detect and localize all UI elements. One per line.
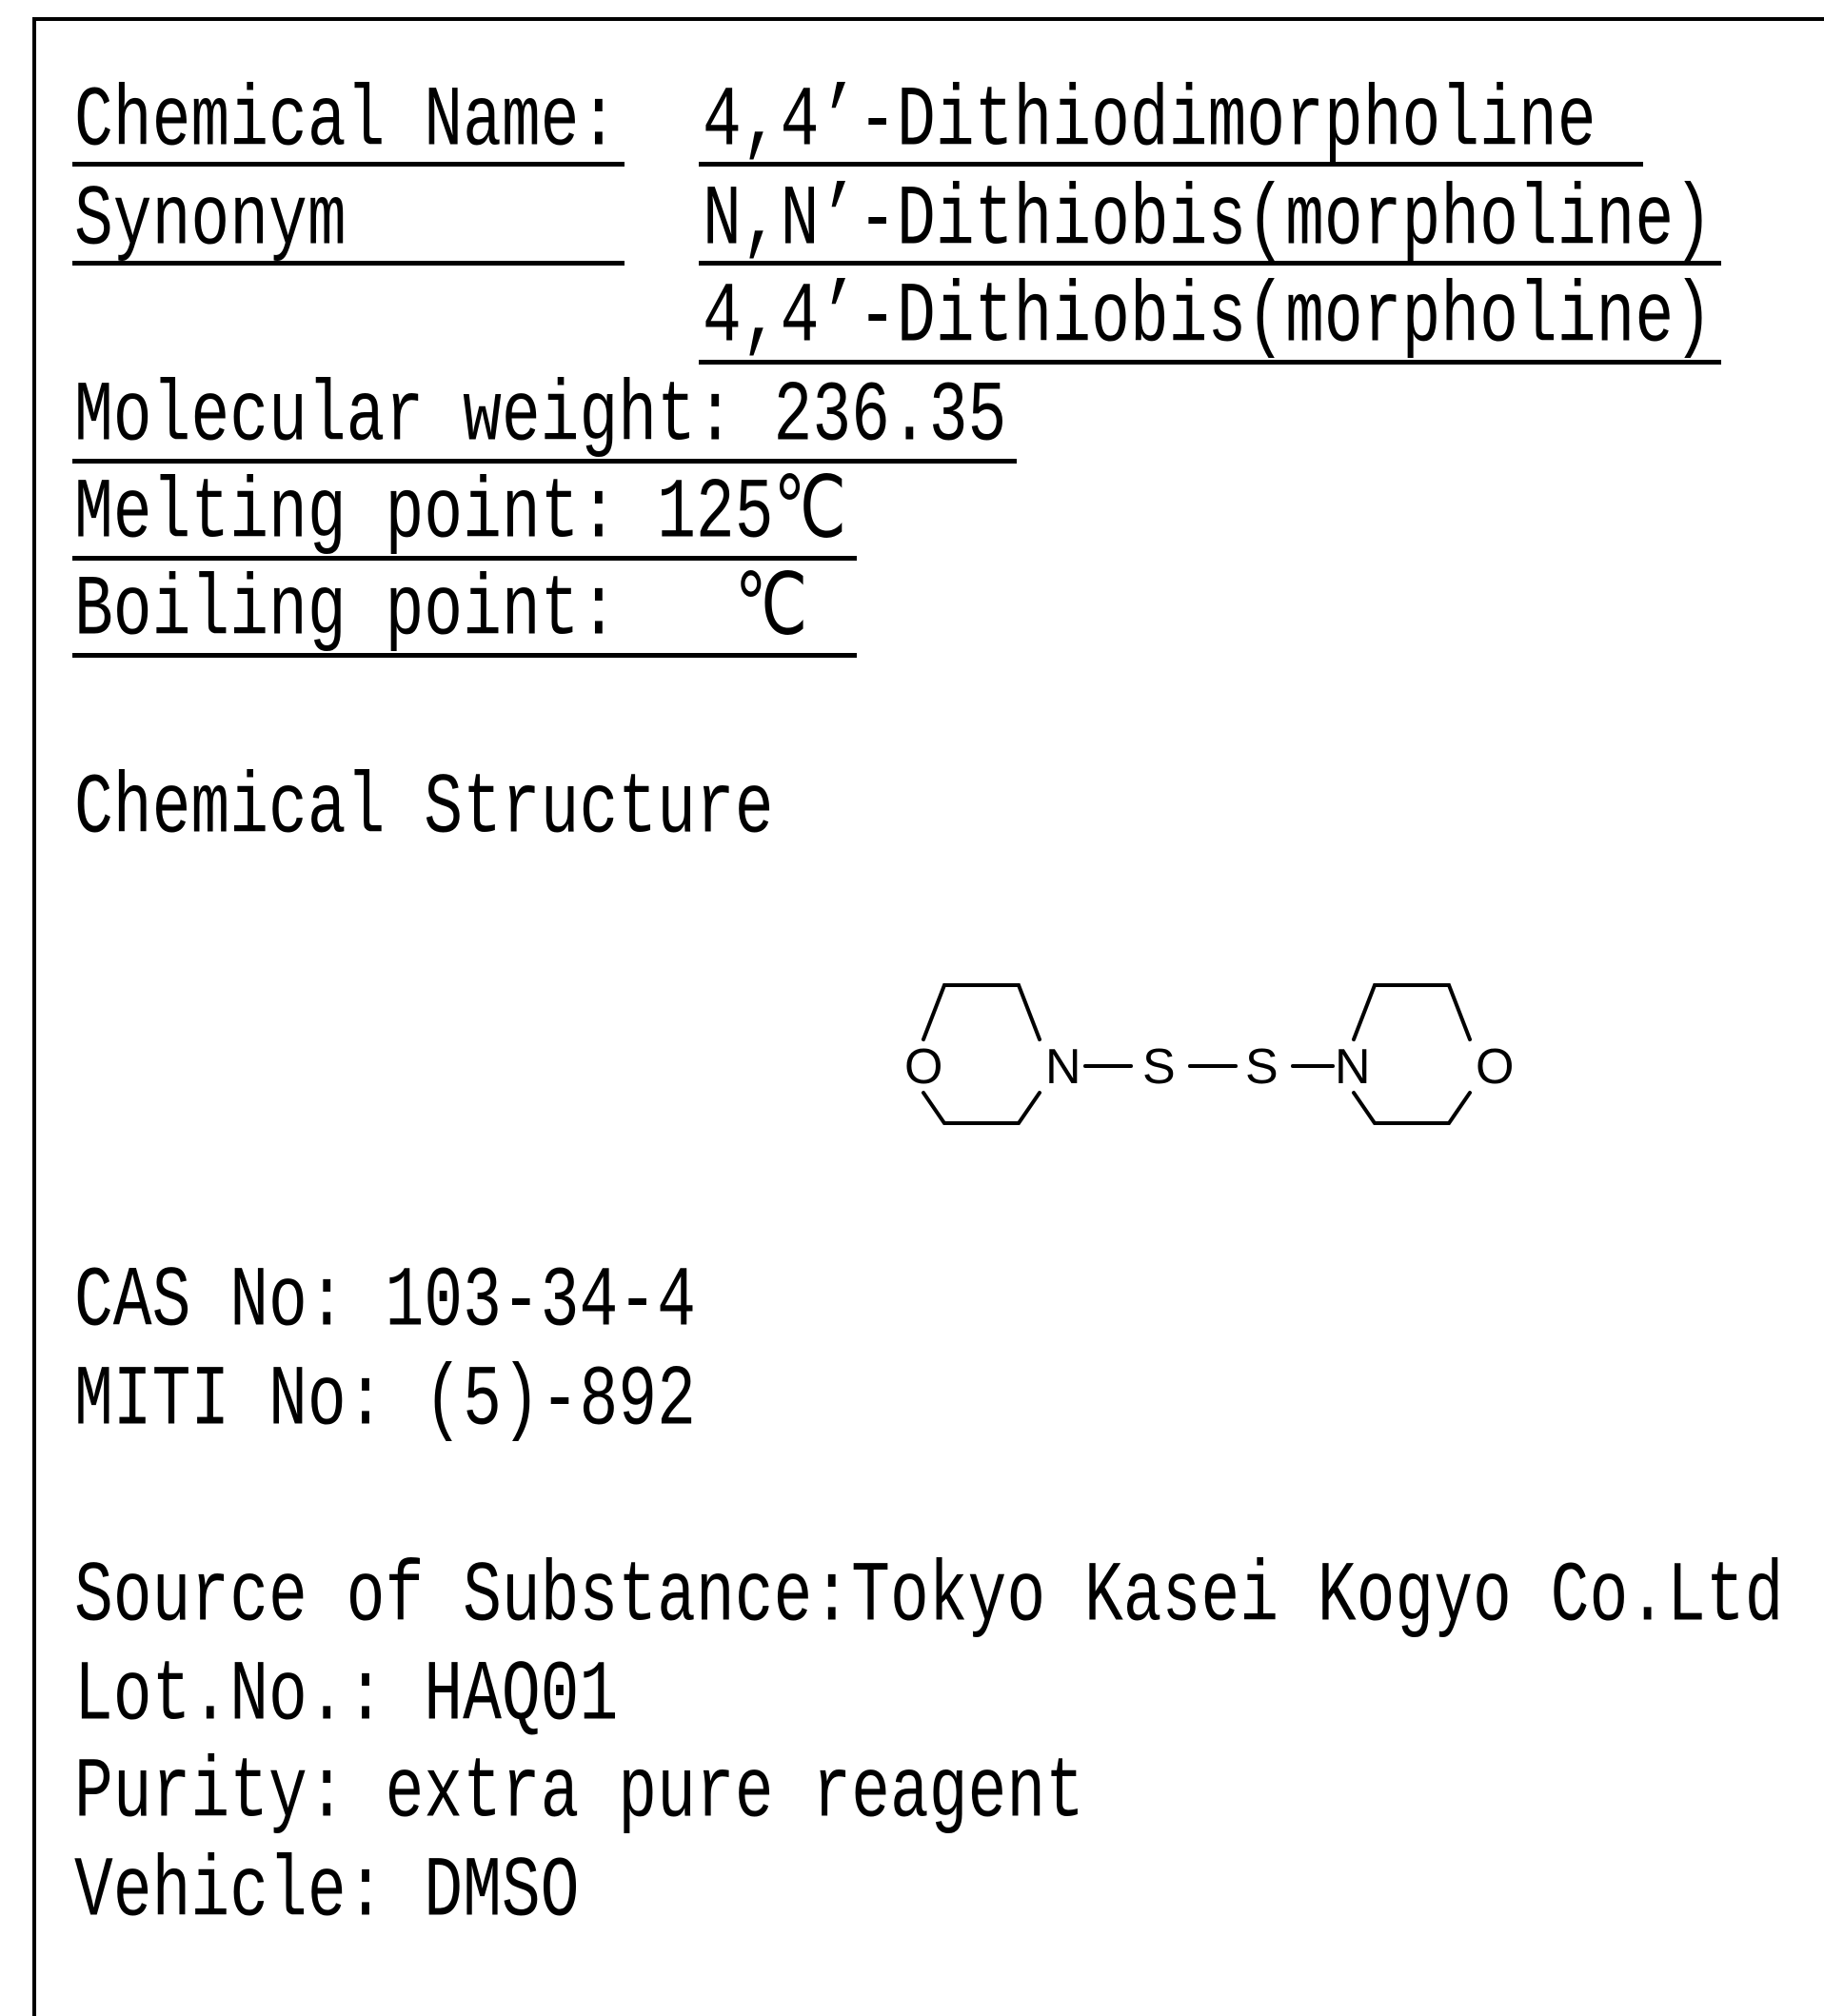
atom-s-right: S bbox=[1245, 1039, 1279, 1095]
synonym-value-1: N,N’-Dithiobis(morpholine) bbox=[703, 172, 1713, 270]
synonym-label-underline bbox=[72, 261, 625, 266]
cas-number: CAS No: 103-34-4 bbox=[74, 1254, 696, 1352]
right-ring-top-bonds bbox=[1352, 983, 1472, 1041]
synonym-value-2-underline bbox=[699, 360, 1721, 365]
purity: Purity: extra pure reagent bbox=[74, 1745, 1084, 1843]
document-frame bbox=[32, 17, 1824, 2016]
lot-number: Lot.No.: HAQ01 bbox=[74, 1648, 619, 1746]
atom-n-left: N bbox=[1045, 1039, 1081, 1095]
atom-o-left: O bbox=[904, 1039, 942, 1095]
source-of-substance: Source of Substance:Tokyo Kasei Kogyo Co… bbox=[74, 1549, 1784, 1647]
atom-o-right: O bbox=[1476, 1039, 1514, 1095]
chemical-name-value: 4,4’-Dithiodimorpholine bbox=[703, 73, 1596, 171]
structure-heading: Chemical Structure bbox=[74, 761, 774, 859]
chemical-name-label: Chemical Name: bbox=[74, 73, 619, 171]
molecular-weight-underline bbox=[72, 459, 1017, 464]
melting-point-underline bbox=[72, 556, 857, 561]
boiling-point-underline bbox=[72, 653, 857, 658]
left-ring-top-bonds bbox=[922, 983, 1041, 1041]
left-ring-bottom-bonds bbox=[922, 1091, 1041, 1125]
chemical-name-label-underline bbox=[72, 162, 625, 167]
atom-s-left: S bbox=[1142, 1039, 1176, 1095]
miti-number: MITI No: (5)-892 bbox=[74, 1353, 696, 1451]
bond-lines bbox=[922, 983, 1472, 1125]
melting-point: Melting point: 125℃ bbox=[74, 465, 846, 563]
atom-n-right: N bbox=[1335, 1039, 1371, 1095]
boiling-point: Boiling point: ℃ bbox=[74, 563, 808, 661]
synonym-label: Synonym bbox=[74, 172, 347, 270]
chemical-name-value-underline bbox=[699, 162, 1643, 167]
synonym-value-1-underline bbox=[699, 261, 1721, 266]
chemical-structure-diagram: O N S S N O bbox=[904, 983, 1514, 1125]
synonym-value-2: 4,4’-Dithiobis(morpholine) bbox=[703, 269, 1713, 367]
vehicle: Vehicle: DMSO bbox=[74, 1844, 580, 1942]
right-ring-bottom-bonds bbox=[1352, 1091, 1472, 1125]
molecular-weight: Molecular weight: 236.35 bbox=[74, 368, 1007, 466]
